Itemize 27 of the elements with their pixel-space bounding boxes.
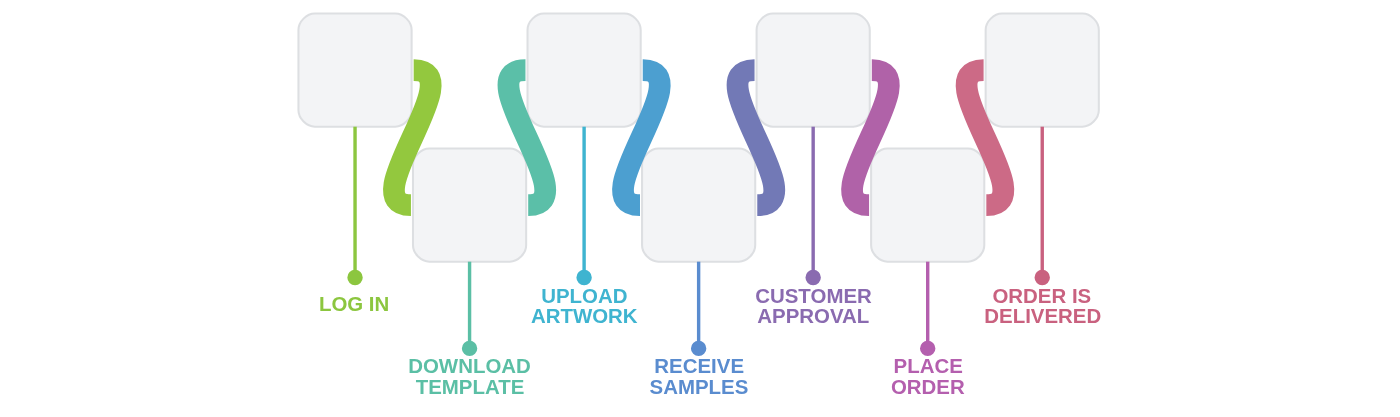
node-text: RECEIVE SAMPLES: [649, 354, 749, 398]
connector: [461, 261, 478, 357]
node-text: UPLOAD ARTWORK: [530, 283, 638, 328]
node-box: [870, 147, 986, 263]
node-text: LOG IN: [318, 292, 390, 316]
node-text: ORDER IS DELIVERED: [984, 283, 1102, 328]
connector: [920, 261, 936, 357]
connector: [612, 59, 671, 216]
node-box: [984, 12, 1100, 128]
connector: [690, 261, 707, 357]
connector: [727, 59, 785, 216]
node-text: CUSTOMER APPROVAL: [755, 283, 872, 328]
connector: [1034, 126, 1050, 286]
connector: [956, 59, 1014, 216]
node-box: [641, 147, 757, 263]
connector: [841, 59, 900, 216]
connector: [576, 126, 592, 286]
connector: [383, 59, 442, 216]
connector: [498, 59, 556, 216]
node-text: DOWNLOAD TEMPLATE: [408, 354, 531, 398]
node-text: PLACE ORDER: [890, 354, 965, 398]
connector: [347, 126, 363, 286]
connector: [805, 126, 821, 286]
node-box: [297, 12, 413, 128]
node-box: [526, 12, 642, 128]
node-box: [755, 12, 871, 128]
node-box: [411, 147, 528, 263]
